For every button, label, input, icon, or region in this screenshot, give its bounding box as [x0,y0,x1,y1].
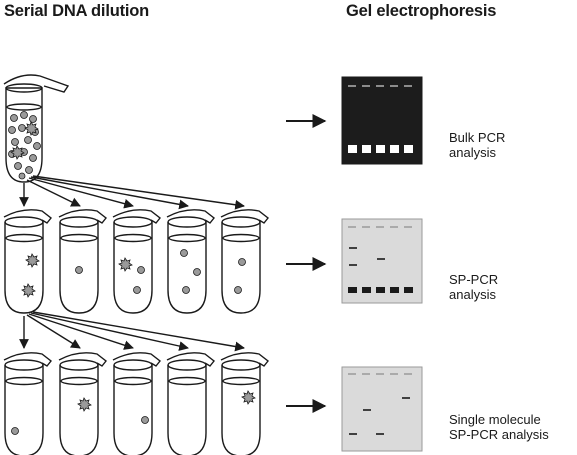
single-molecule-label: Single molecule SP-PCR analysis [449,412,549,442]
single-molecule-gel [341,366,423,452]
tube-row1-5 [220,209,269,314]
tube-row1-4 [166,209,215,314]
tube-row2-4 [166,352,215,455]
row1-molecules [21,249,246,298]
tube-row1-2 [58,209,107,314]
bulk-pcr-label: Bulk PCR analysis [449,130,506,160]
sp-pcr-label: SP-PCR analysis [449,272,499,302]
dilution-heading: Serial DNA dilution [4,2,150,20]
dilution-row-1 [3,209,269,314]
row2-molecules [11,390,256,435]
tube-row2-1 [3,352,52,455]
dilution-row-2 [3,352,269,455]
dilution-arrows-1 [19,175,245,210]
tube-row2-2 [58,352,107,455]
stock-mutant-molecules [10,121,39,160]
stock-tube [3,74,70,183]
bulk-pcr-gel [341,76,423,165]
dilution-arrows-2 [19,311,245,352]
tube-row1-1 [3,209,52,314]
gel-arrows [286,114,327,413]
sp-pcr-gel [341,218,423,304]
tube-row2-3 [112,352,161,455]
stock-molecules [8,111,41,180]
tube-row1-3 [112,209,161,314]
gel-heading: Gel electrophoresis [346,2,497,20]
tube-row2-5 [220,352,269,455]
